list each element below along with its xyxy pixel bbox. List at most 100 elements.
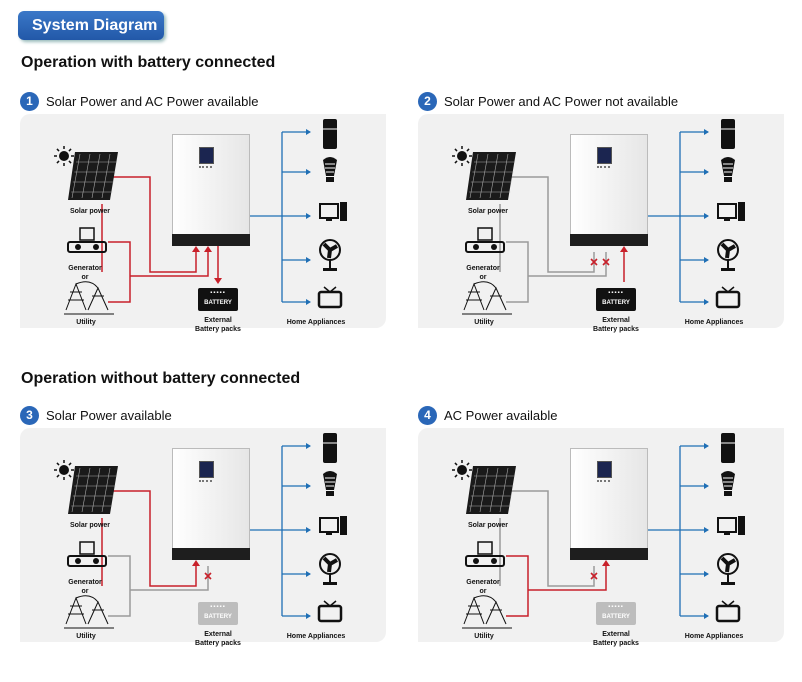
scenario-caption: Solar Power available: [46, 408, 172, 423]
solar-panel-icon: [466, 466, 516, 514]
inverter-base: [570, 548, 648, 560]
section-title-battery: Operation with battery connected: [21, 54, 276, 71]
television-icon: [317, 600, 343, 623]
fan-icon: [319, 239, 341, 271]
utility-label: Utility: [76, 319, 96, 326]
battery-terminals: ▪▪▪▪▪: [210, 604, 226, 610]
diagram-panel-4: 4 AC Power available Solar power Generat…: [418, 406, 784, 647]
inverter-buttons: [199, 166, 212, 172]
generator-label: Generator or: [456, 578, 510, 596]
computer-icon: [319, 516, 347, 535]
home-appliances-label: Home Appliances: [286, 319, 346, 326]
utility-label: Utility: [76, 633, 96, 640]
inverter-display: [199, 461, 214, 478]
external-text: External: [602, 317, 630, 324]
solar-panel-icon: [68, 466, 118, 514]
wiring-diagram: [452, 119, 745, 315]
external-text: External: [204, 631, 232, 638]
computer-icon: [717, 202, 745, 221]
utility-tower-icon: [462, 281, 512, 315]
scenario-caption: AC Power available: [444, 408, 558, 423]
sun-icon: [452, 460, 472, 480]
television-icon: [715, 600, 741, 623]
lightbulb-icon: [323, 157, 337, 182]
battery-icon: ▪▪▪▪▪ BATTERY: [198, 602, 238, 625]
inverter-buttons: [597, 480, 610, 486]
inverter-buttons: [597, 166, 610, 172]
inverter-base: [172, 548, 250, 560]
solar-power-label: Solar power: [467, 522, 509, 529]
battery-text: BATTERY: [602, 300, 630, 306]
home-appliances-label: Home Appliances: [684, 319, 744, 326]
inverter-unit: [570, 134, 648, 246]
fan-icon: [319, 553, 341, 585]
battery-icon: ▪▪▪▪▪ BATTERY: [596, 288, 636, 311]
inverter-display: [597, 461, 612, 478]
wiring-diagram: [452, 433, 745, 629]
scenario-caption: Solar Power and AC Power available: [46, 94, 259, 109]
lightbulb-icon: [323, 471, 337, 496]
solar-panel-icon: [68, 152, 118, 200]
computer-icon: [717, 516, 745, 535]
or-text: or: [81, 274, 89, 281]
diagram-panel-3: 3 Solar Power available Solar power Gene…: [20, 406, 386, 647]
solar-power-label: Solar power: [467, 208, 509, 215]
or-text: or: [479, 588, 487, 595]
external-text: External: [602, 631, 630, 638]
fridge-icon: [721, 433, 735, 463]
solar-power-label: Solar power: [69, 522, 111, 529]
inverter-display: [597, 147, 612, 164]
step-number-badge: 2: [418, 92, 437, 111]
fan-icon: [717, 553, 739, 585]
generator-text: Generator: [466, 579, 500, 586]
lightbulb-icon: [721, 157, 735, 182]
wiring-diagram: [54, 433, 347, 629]
battery-text: BATTERY: [204, 614, 232, 620]
diagram-panel-1: 1 Solar Power and AC Power available Sol…: [20, 92, 386, 333]
television-icon: [317, 286, 343, 309]
battery-terminals: ▪▪▪▪▪: [608, 604, 624, 610]
inverter-display: [199, 147, 214, 164]
inverter-unit: [172, 448, 250, 560]
battery-packs-text: Battery packs: [195, 326, 241, 333]
inverter-base: [172, 234, 250, 246]
utility-label: Utility: [474, 319, 494, 326]
generator-icon: [465, 541, 505, 567]
battery-icon: ▪▪▪▪▪BATTERY: [198, 288, 238, 311]
section-title-no-battery: Operation without battery connected: [21, 370, 301, 387]
fridge-icon: [323, 119, 337, 149]
generator-icon: [67, 227, 107, 253]
battery-packs-text: Battery packs: [593, 640, 639, 647]
sun-icon: [54, 146, 74, 166]
lightbulb-icon: [721, 471, 735, 496]
fan-icon: [717, 239, 739, 271]
inverter-base: [570, 234, 648, 246]
inverter-unit: [172, 134, 250, 246]
utility-tower-icon: [64, 595, 114, 629]
battery-text: BATTERY: [602, 614, 630, 620]
generator-icon: [465, 227, 505, 253]
inverter-buttons: [199, 480, 212, 486]
wiring-diagram: [54, 119, 347, 315]
generator-text: Generator: [466, 265, 500, 272]
step-number-badge: 4: [418, 406, 437, 425]
television-icon: [715, 286, 741, 309]
computer-icon: [319, 202, 347, 221]
home-appliances-label: Home Appliances: [286, 633, 346, 640]
fridge-icon: [721, 119, 735, 149]
battery-packs-text: Battery packs: [593, 326, 639, 333]
external-text: External: [204, 317, 232, 324]
solar-power-label: Solar power: [69, 208, 111, 215]
battery-terminals: ▪▪▪▪▪: [210, 290, 226, 296]
battery-terminals: ▪▪▪▪▪: [608, 290, 624, 296]
fridge-icon: [323, 433, 337, 463]
step-number-badge: 1: [20, 92, 39, 111]
solar-panel-icon: [466, 152, 516, 200]
battery-icon: ▪▪▪▪▪ BATTERY: [596, 602, 636, 625]
system-diagram-banner: System Diagram: [18, 11, 164, 40]
